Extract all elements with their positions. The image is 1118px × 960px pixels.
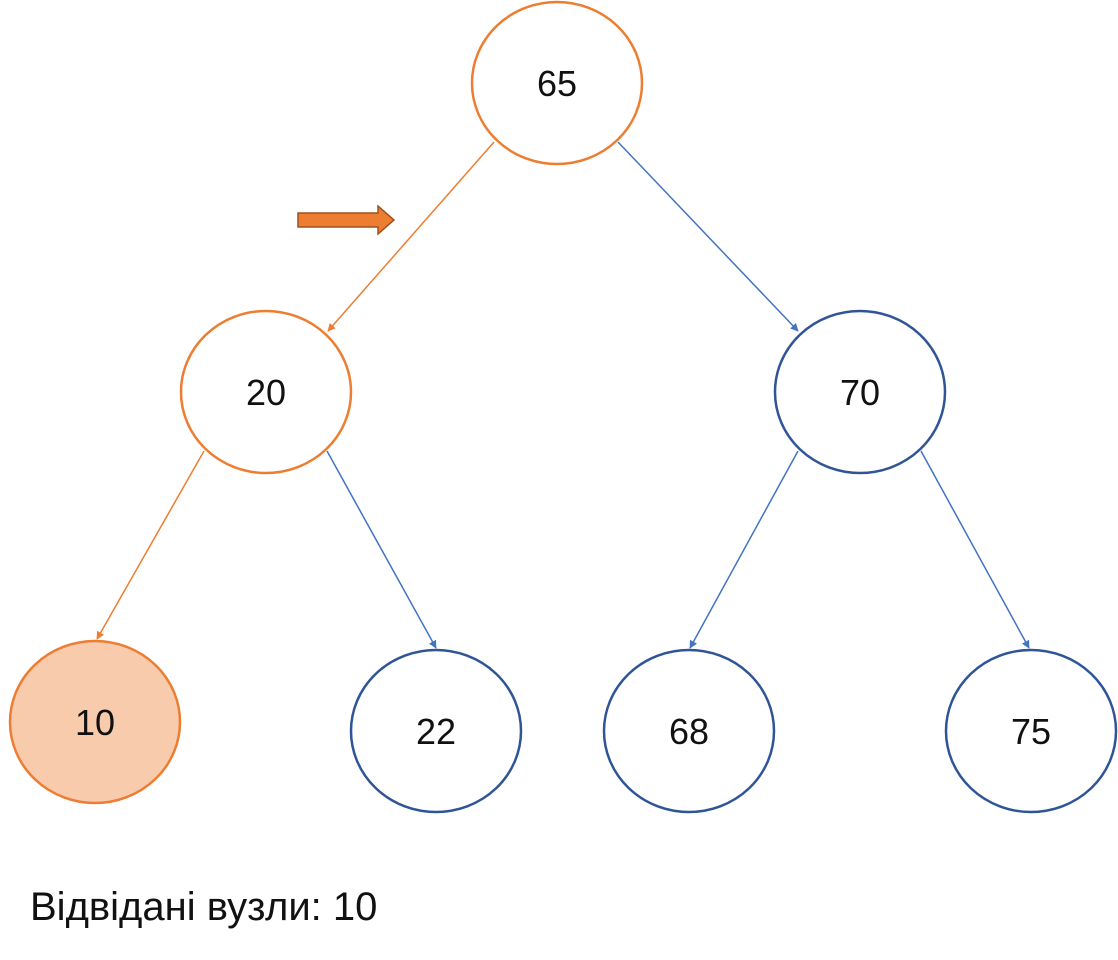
node-circle xyxy=(470,0,644,166)
node-circle xyxy=(179,309,353,475)
tree-node-75: 75 xyxy=(944,648,1118,814)
node-label: 22 xyxy=(416,711,456,752)
right-arrow-icon xyxy=(297,204,396,236)
tree-node-70: 70 xyxy=(773,309,947,475)
tree-node-20: 20 xyxy=(179,309,353,475)
edge-70-68 xyxy=(689,450,799,649)
edge-65-20 xyxy=(327,141,495,332)
tree-node-10: 10 xyxy=(8,639,182,805)
edge-20-22 xyxy=(326,450,437,649)
node-circle xyxy=(773,309,947,475)
node-circle xyxy=(8,639,182,805)
node-circle xyxy=(349,648,523,814)
node-label: 68 xyxy=(669,711,709,752)
visited-nodes-label: Відвідані вузли: 10 xyxy=(30,885,378,929)
node-label: 70 xyxy=(840,372,880,413)
edge-20-10 xyxy=(96,450,205,640)
tree-node-22: 22 xyxy=(349,648,523,814)
edge-70-75 xyxy=(920,450,1030,649)
node-circle xyxy=(944,648,1118,814)
edge-65-70 xyxy=(617,141,799,332)
tree-node-65: 65 xyxy=(470,0,644,166)
node-label: 65 xyxy=(537,63,577,104)
node-circle xyxy=(602,648,776,814)
node-label: 20 xyxy=(246,372,286,413)
node-label: 10 xyxy=(75,702,115,743)
node-label: 75 xyxy=(1011,711,1051,752)
tree-node-68: 68 xyxy=(602,648,776,814)
